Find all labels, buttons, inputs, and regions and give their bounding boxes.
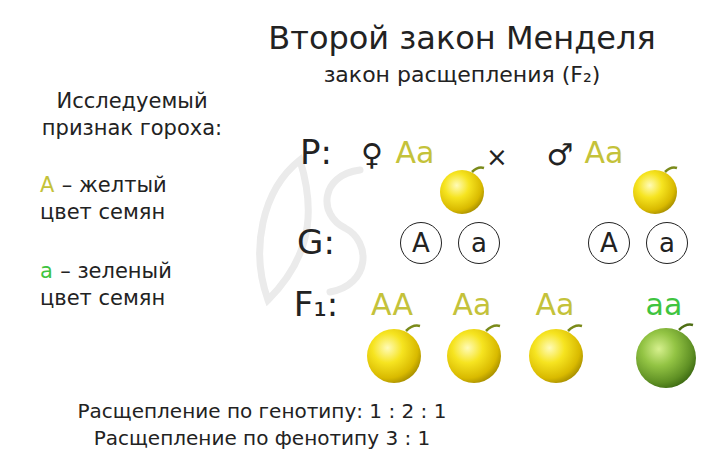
gamete-allele: A — [600, 230, 618, 256]
allele-definition: A– желтый цвет семян — [40, 172, 205, 227]
genotype: Aa — [453, 288, 492, 323]
allele-definition: a– зеленый цвет семян — [40, 258, 205, 313]
gamete-circle: A — [400, 222, 442, 264]
gamete-allele: A — [412, 230, 430, 256]
genotype: Aa — [536, 288, 575, 323]
ratio-note: Расщепление по фенотипу 3 : 1 — [94, 427, 431, 450]
sex-symbol: ♀ — [361, 138, 383, 173]
allele-letter: A — [40, 173, 54, 197]
cross-sign: × — [486, 143, 508, 173]
trait-heading: Исследуемый признак гороха: — [22, 88, 242, 143]
row-label: G: — [297, 223, 335, 262]
gamete-circle: A — [588, 222, 630, 264]
gamete-circle: a — [458, 222, 500, 264]
allele-letter: a — [40, 259, 53, 283]
title: Второй закон Менделя — [268, 20, 655, 57]
genotype: Aa — [396, 136, 435, 171]
allele-description: – желтый цвет семян — [40, 173, 167, 224]
watermark-logo — [260, 160, 363, 300]
allele-description: – зеленый цвет семян — [40, 259, 172, 310]
genotype: Aa — [585, 136, 624, 171]
yellow-pea — [633, 168, 677, 215]
ratio-note: Расщепление по генотипу: 1 : 2 : 1 — [78, 400, 447, 423]
yellow-pea — [447, 326, 501, 383]
genotype: aa — [646, 288, 683, 323]
row-label: F₁: — [294, 285, 339, 324]
row-label: P: — [300, 133, 332, 172]
gamete-allele: a — [471, 230, 487, 256]
subtitle: закон расщепления (F₂) — [324, 62, 601, 87]
green-pea — [636, 325, 696, 388]
gamete-allele: a — [659, 230, 675, 256]
genotype: AA — [371, 288, 413, 323]
gamete-circle: a — [646, 222, 688, 264]
yellow-pea — [440, 168, 484, 215]
yellow-pea — [529, 326, 583, 383]
sex-symbol: ♂ — [547, 138, 574, 173]
yellow-pea — [367, 326, 421, 383]
